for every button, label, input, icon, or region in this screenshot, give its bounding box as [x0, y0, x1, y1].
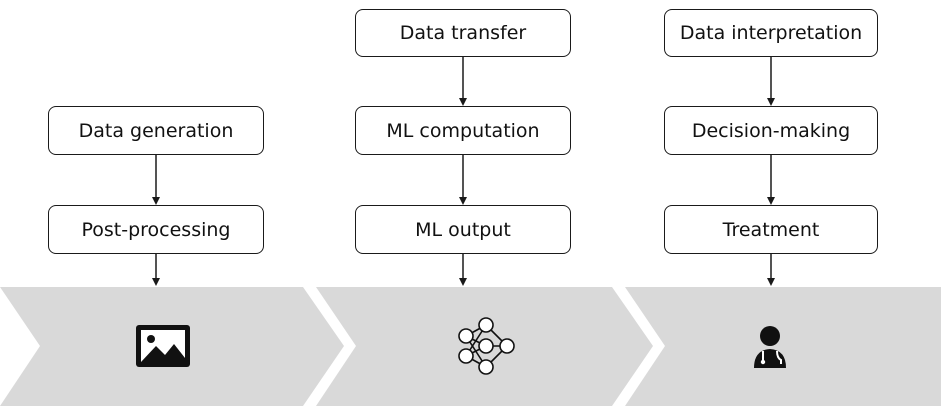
step-label: Decision-making: [691, 119, 851, 142]
step-label: ML computation: [386, 119, 540, 142]
stage-band-3: [625, 287, 941, 406]
arrowhead: [152, 197, 160, 205]
step-data-transfer: Data transfer: [355, 9, 571, 57]
step-post-processing: Post-processing: [48, 205, 264, 254]
step-label: Post-processing: [81, 218, 231, 241]
step-label: ML output: [415, 218, 511, 241]
step-label: Data generation: [78, 119, 234, 142]
doctor-icon: [754, 326, 786, 368]
arrowhead: [767, 98, 775, 106]
step-ml-computation: ML computation: [355, 106, 571, 155]
step-decision-making: Decision-making: [664, 106, 878, 155]
step-data-interpretation: Data interpretation: [664, 9, 878, 57]
image-icon: [136, 325, 190, 367]
arrowhead: [767, 278, 775, 286]
step-data-generation: Data generation: [48, 106, 264, 155]
step-label: Data transfer: [399, 22, 527, 44]
arrowhead: [459, 197, 467, 205]
step-treatment: Treatment: [664, 205, 878, 254]
step-label: Treatment: [722, 218, 820, 241]
arrowhead: [152, 278, 160, 286]
step-label: Data interpretation: [679, 22, 863, 44]
arrowhead: [767, 197, 775, 205]
neural-network-icon: [458, 317, 515, 375]
arrowhead: [459, 278, 467, 286]
step-ml-output: ML output: [355, 205, 571, 254]
arrowhead: [459, 98, 467, 106]
